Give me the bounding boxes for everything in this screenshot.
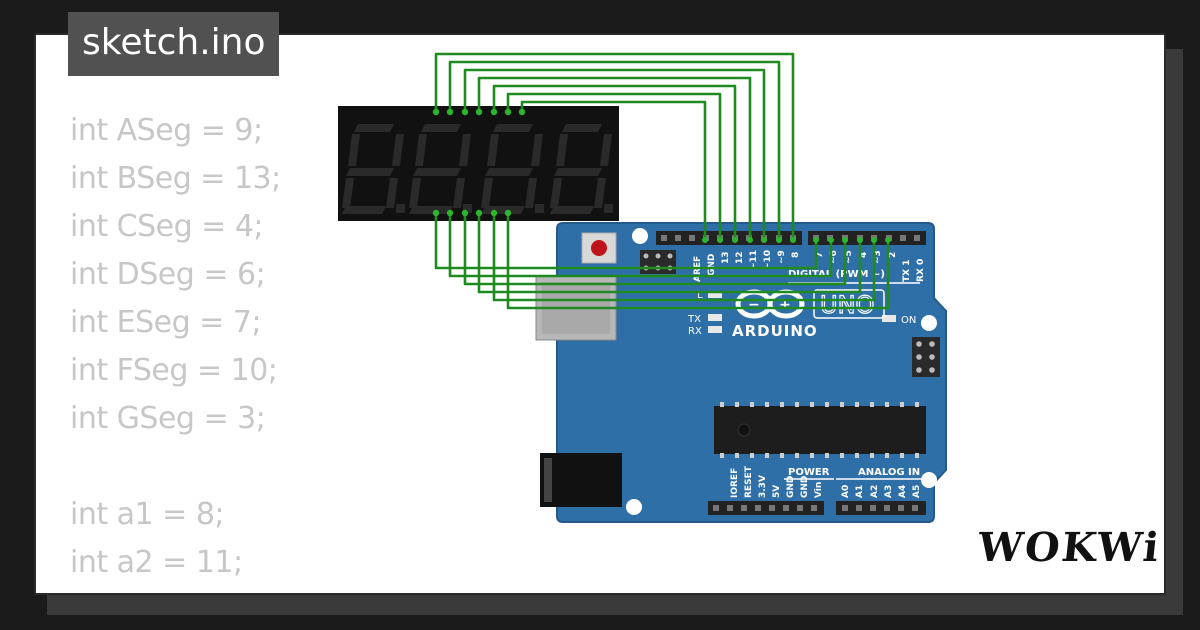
- pin-label: ~9: [777, 250, 787, 264]
- led-l: [708, 291, 722, 298]
- chip-pins: [720, 402, 919, 458]
- led-rx: [708, 326, 722, 333]
- reset-button-cap[interactable]: [591, 240, 607, 256]
- code-line: int a1 = 8;: [70, 497, 225, 532]
- chip-notch: [737, 423, 751, 437]
- power-label: POWER: [788, 467, 830, 478]
- pin-label: A1: [855, 485, 865, 498]
- mounting-hole: [632, 228, 648, 244]
- code-line: int ESeg = 7;: [70, 305, 262, 340]
- pin-label: 4: [859, 252, 869, 258]
- mounting-hole: [921, 315, 937, 331]
- pin-label: TX 1: [902, 260, 912, 282]
- pin-label: Vin: [814, 482, 824, 498]
- pin-label: 5V: [772, 485, 782, 498]
- digital-header-right: [808, 231, 926, 245]
- pin-label: ~6: [829, 250, 839, 264]
- pin-label: ~10: [763, 250, 773, 270]
- pin-label: ~11: [749, 250, 759, 270]
- pin-label: RX 0: [916, 259, 926, 282]
- pin-label: 8: [791, 252, 801, 258]
- code-line: int FSeg = 10;: [70, 353, 278, 388]
- logo-minus: −: [748, 297, 760, 313]
- code-line: int DSeg = 6;: [70, 257, 266, 292]
- wire-endpoints: [432, 108, 891, 243]
- uno-model-text: UNO: [820, 291, 874, 319]
- pin-label: IOREF: [730, 468, 740, 498]
- pin-label: 3.3V: [758, 475, 768, 498]
- mounting-hole: [921, 472, 937, 488]
- led-on-label: ON: [901, 315, 916, 326]
- wires: [434, 52, 890, 310]
- uno-badge: [813, 289, 885, 319]
- pin-label: A3: [884, 485, 894, 498]
- code-line: int ASeg = 9;: [70, 113, 263, 148]
- power-header: [708, 501, 824, 515]
- pin-label: GND: [800, 476, 810, 498]
- led-tx-label: TX: [687, 314, 701, 325]
- pin-label: 7: [815, 252, 825, 258]
- seven-segment-display[interactable]: [338, 106, 619, 221]
- pin-label: 2: [888, 252, 898, 258]
- power-jack: [540, 453, 622, 507]
- analog-label: ANALOG IN: [858, 467, 920, 478]
- pin-label: GND: [707, 254, 717, 276]
- pin-label: GND: [786, 476, 796, 498]
- code-editor: int ASeg = 9; int BSeg = 13; int CSeg = …: [70, 107, 281, 593]
- mounting-hole: [626, 499, 642, 515]
- led-on: [882, 315, 896, 322]
- arduino-brand-text: ARDUINO: [732, 322, 818, 340]
- code-line: int a2 = 11;: [70, 545, 243, 580]
- file-tab[interactable]: sketch.ino: [68, 12, 280, 76]
- pin-label: RESET: [744, 465, 754, 498]
- pin-label: ~3: [873, 250, 883, 264]
- code-line: int BSeg = 13;: [70, 161, 281, 196]
- icsp-header: [640, 250, 676, 274]
- bottom-header-pins: [713, 505, 918, 511]
- code-line: int GSeg = 3;: [70, 401, 266, 436]
- logo-plus: +: [779, 297, 791, 313]
- pin-label: A4: [898, 485, 908, 498]
- icsp-header-right: [912, 337, 940, 377]
- analog-header: [836, 501, 926, 515]
- power-jack-edge: [544, 458, 552, 502]
- pin-label: A0: [841, 485, 851, 498]
- pin-label: A2: [870, 485, 880, 498]
- wokwi-logo: WOKWi: [975, 524, 1164, 571]
- pin-label: 12: [735, 251, 745, 264]
- led-l-label: L: [697, 290, 703, 301]
- arduino-uno-board[interactable]: AREF GND 13 12 ~11 ~10 ~9 8 7 ~6 ~5 4 ~3…: [535, 222, 947, 523]
- pin-label: 13: [721, 251, 731, 264]
- pin-label: A5: [912, 485, 922, 498]
- led-tx: [708, 314, 722, 321]
- display-body: [338, 106, 619, 221]
- pin-label: ~5: [844, 250, 854, 264]
- code-line: int CSeg = 4;: [70, 209, 264, 244]
- led-rx-label: RX: [688, 326, 702, 337]
- digital-header-label: DIGITAL (PWM ~): [788, 269, 885, 280]
